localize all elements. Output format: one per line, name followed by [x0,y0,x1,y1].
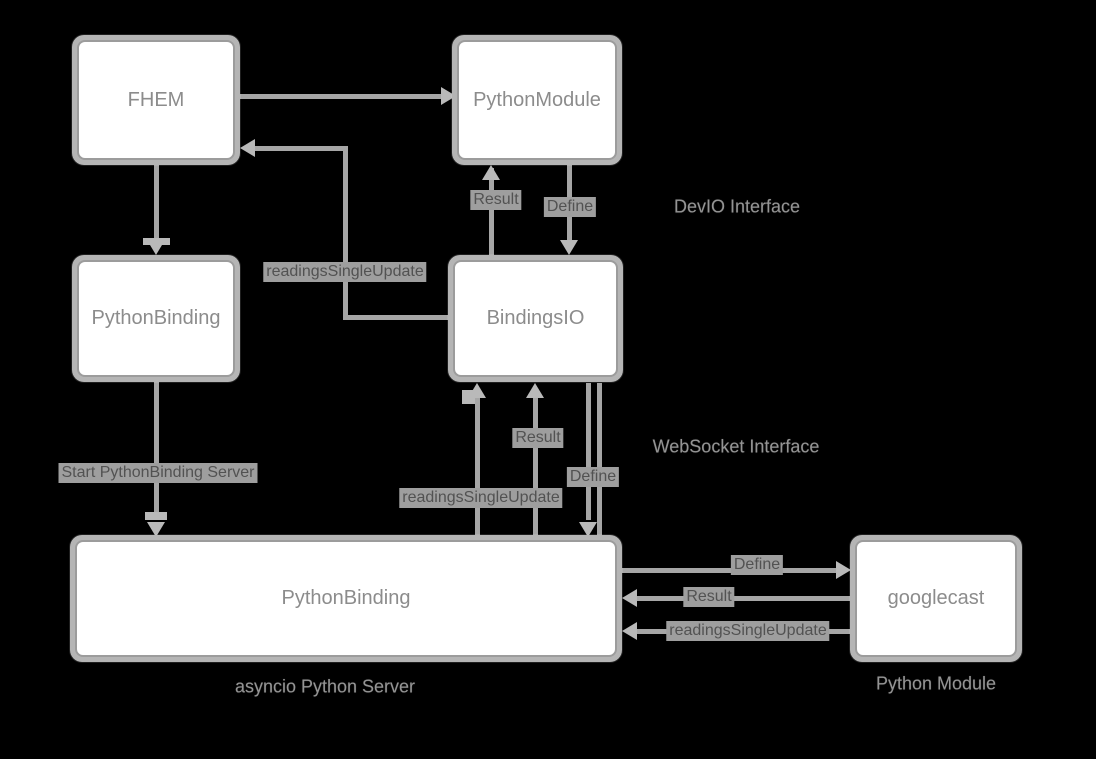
edge-result-top-line [489,168,494,255]
edge-fhem-to-pythonbinding-line [154,165,159,242]
arrowhead-define-mid-icon [579,522,597,537]
edge-readingssingleupdate-top-v [343,146,348,320]
node-bindingsio-body: BindingsIO [453,260,618,377]
caption-python-module: Python Module [875,673,997,694]
node-googlecast-label: googlecast [887,587,985,609]
edge-label-define-right: Define [730,555,784,575]
arrowhead-readingssingleupdate-mid-icon [468,383,486,398]
node-pythonbinding-fhem: PythonBinding [72,255,240,382]
node-fhem: FHEM [72,35,240,165]
edge-label-readingssingleupdate-top: readingsSingleUpdate [263,262,427,282]
edge-bindingsio-server-link-line [597,383,602,537]
arrowhead-into-server-icon [147,522,165,537]
edge-result-right-line [636,596,850,601]
caption-asyncio-python-server: asyncio Python Server [234,676,416,697]
arrowhead-define-top-icon [560,240,578,255]
caption-devio-interface: DevIO Interface [673,196,801,217]
edge-readingssingleupdate-mid-line [475,396,480,537]
arrowhead-readingssingleupdate-right-icon [622,622,637,640]
node-googlecast: googlecast [850,535,1022,662]
node-fhem-label: FHEM [127,88,185,111]
edge-label-readingssingleupdate-right: readingsSingleUpdate [666,621,830,641]
marker-start-server-bar [145,512,167,520]
node-pythonmodule-body: PythonModule [457,40,617,160]
node-pythonbinding-server-label: PythonBinding [281,587,411,609]
edge-define-mid-line [586,383,591,520]
node-pythonmodule-label: PythonModule [473,88,601,111]
node-bindingsio: BindingsIO [448,255,623,382]
caption-websocket-interface: WebSocket Interface [652,436,820,457]
edge-fhem-to-pythonmodule-line [240,94,444,99]
edge-start-server-line [154,382,159,514]
node-pythonmodule: PythonModule [452,35,622,165]
edge-define-right-line [622,568,838,573]
edge-readingssingleupdate-top-h2 [343,315,448,320]
node-googlecast-body: googlecast [855,540,1017,657]
edge-label-result-top: Result [470,190,522,210]
edge-label-result-right: Result [683,587,735,607]
node-pythonbinding-server-body: PythonBinding [75,540,617,657]
node-pythonbinding-server: PythonBinding [70,535,622,662]
node-pythonbinding-fhem-label: PythonBinding [91,307,221,329]
edge-label-define-top: Define [543,197,597,217]
edge-label-start-server: Start PythonBinding Server [58,463,258,483]
edge-label-define-mid: Define [566,467,620,487]
arrowhead-into-fhem-icon [240,139,255,157]
edge-readingssingleupdate-top-h1 [254,146,347,151]
arrowhead-into-googlecast-icon [836,561,851,579]
node-bindingsio-label: BindingsIO [486,307,585,329]
edge-result-mid-line [533,396,538,537]
arrowhead-result-mid-icon [526,383,544,398]
node-fhem-body: FHEM [77,40,235,160]
edge-label-result-mid: Result [512,428,564,448]
edge-label-readingssingleupdate-mid: readingsSingleUpdate [399,488,563,508]
arrowhead-result-top-icon [482,165,500,180]
arrowhead-into-pythonbinding-icon [147,240,165,255]
arrowhead-result-right-icon [622,589,637,607]
node-pythonbinding-fhem-body: PythonBinding [77,260,235,377]
